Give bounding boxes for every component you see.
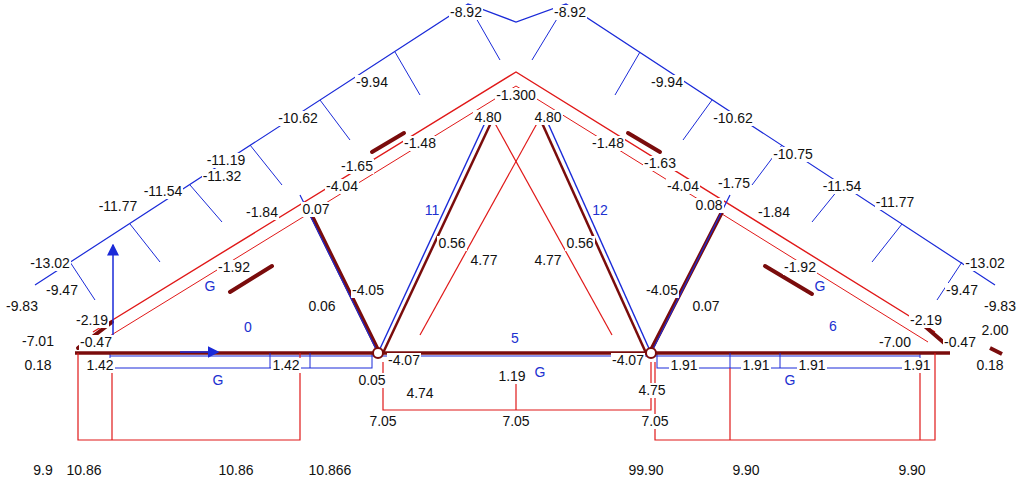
force-value: 4.80: [473, 110, 502, 125]
force-value: -1.92: [217, 260, 251, 275]
force-value: -10.75: [772, 147, 814, 162]
force-value: 4.74: [405, 386, 434, 401]
force-value: -10.62: [712, 111, 754, 126]
force-value: 7.05: [640, 414, 669, 429]
force-value: -11.77: [98, 199, 139, 214]
force-value: 10.86: [65, 463, 102, 478]
force-value: -13.02: [964, 256, 1006, 271]
force-value: 0.56: [565, 236, 594, 251]
force-value: -9.47: [945, 283, 979, 298]
force-value: -11.32: [202, 169, 243, 184]
force-value: -13.02: [29, 256, 71, 271]
force-value: 7.05: [368, 414, 397, 429]
force-value: 0.05: [357, 373, 386, 388]
force-value: 10.866: [308, 463, 353, 478]
force-value: -4.04: [666, 179, 700, 194]
force-value: -1.84: [245, 205, 279, 220]
force-value: 9.90: [897, 463, 926, 478]
force-value: -8.92: [553, 5, 587, 20]
force-value: 1.91: [669, 358, 698, 373]
force-value: -4.07: [611, 353, 645, 368]
force-value: -9.94: [355, 75, 389, 90]
force-value: 4.77: [469, 253, 498, 268]
force-value: 99.90: [627, 463, 664, 478]
force-value: -9.83: [983, 299, 1017, 314]
force-value: -1.75: [717, 176, 751, 191]
force-value: 4.75: [637, 383, 666, 398]
force-value: 0.07: [301, 202, 330, 217]
force-value: 1.19: [497, 369, 526, 384]
member-label: 5: [510, 331, 520, 346]
force-value: 2.00: [980, 323, 1009, 338]
force-value: 0.18: [975, 358, 1004, 373]
force-value: -0.47: [79, 335, 113, 350]
force-value: 0.07: [691, 299, 720, 314]
member-label: 6: [828, 319, 838, 334]
force-value: -4.05: [645, 283, 679, 298]
force-value: 1.91: [797, 358, 826, 373]
force-value: -1.65: [340, 159, 374, 174]
force-value: -9.47: [45, 283, 79, 298]
force-value: -0.47: [943, 335, 977, 350]
member-label: G: [212, 373, 225, 388]
force-value: 9.90: [731, 463, 760, 478]
member-label: 0: [243, 320, 253, 335]
force-value: -8.92: [449, 5, 483, 20]
force-value: -4.07: [387, 353, 421, 368]
force-value: 1.42: [271, 358, 300, 373]
force-value: -9.94: [650, 75, 684, 90]
force-value: -1.63: [643, 156, 677, 171]
force-value: 1.91: [741, 358, 770, 373]
member-label: G: [784, 373, 797, 388]
force-value: 4.80: [533, 110, 562, 125]
force-value: -7.01: [21, 334, 55, 349]
force-value: 0.08: [694, 198, 723, 213]
force-value: 9.9: [32, 463, 53, 478]
force-value: 4.77: [533, 253, 562, 268]
force-value: -1.84: [757, 205, 791, 220]
force-value: 7.05: [501, 414, 530, 429]
force-value: -1.300: [495, 88, 537, 103]
force-value: -1.48: [591, 136, 625, 151]
force-value: -4.05: [351, 283, 385, 298]
member-label: G: [814, 279, 827, 294]
force-value: 1.42: [85, 358, 114, 373]
force-value: -7.00: [878, 335, 912, 350]
force-value: 1.91: [902, 358, 931, 373]
member-label: G: [204, 279, 217, 294]
force-value: -2.19: [75, 313, 109, 328]
force-value: -11.54: [143, 184, 184, 199]
force-value: -11.19: [206, 153, 247, 168]
force-value: 0.18: [23, 358, 52, 373]
force-value: -1.48: [403, 136, 437, 151]
force-value: 0.06: [307, 299, 336, 314]
force-value: -4.04: [325, 179, 359, 194]
member-label: 11: [424, 203, 441, 218]
force-value: -11.54: [822, 179, 863, 194]
force-value: -2.19: [909, 313, 943, 328]
force-value: 0.56: [437, 236, 466, 251]
force-value: -9.83: [5, 299, 39, 314]
member-label: G: [534, 365, 547, 380]
force-value: -10.62: [277, 111, 319, 126]
member-label: 12: [591, 203, 609, 218]
force-value: -11.77: [875, 195, 916, 210]
force-value: -1.92: [783, 260, 817, 275]
force-value: 10.86: [217, 463, 254, 478]
